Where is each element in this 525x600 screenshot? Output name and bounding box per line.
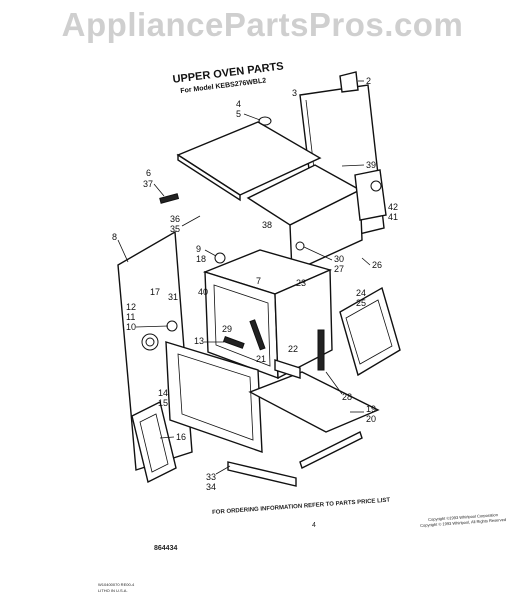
- nut-part-4: [258, 116, 272, 126]
- knob-part-10: [141, 333, 159, 351]
- callout-5: 5: [236, 109, 241, 119]
- bracket-part-2: [339, 71, 359, 93]
- callout-26: 26: [372, 260, 382, 270]
- callout-19: 19: [366, 404, 376, 414]
- callout-39: 39: [366, 160, 376, 170]
- callout-3: 3: [292, 88, 297, 98]
- door-glass-panel: [339, 286, 401, 377]
- callout-34: 34: [206, 482, 216, 492]
- callout-7: 7: [256, 276, 261, 286]
- front-trim-strip: [299, 431, 363, 469]
- code-line-2: LITHO IN U.S.A.: [98, 588, 128, 593]
- part-9: [214, 252, 226, 264]
- watermark: AppliancePartsPros.com: [61, 6, 464, 43]
- callout-23: 23: [296, 278, 306, 288]
- callout-38: 38: [262, 220, 272, 230]
- callout-30: 30: [334, 254, 344, 264]
- callout-17: 17: [150, 287, 160, 297]
- callout-28: 28: [342, 392, 352, 402]
- callout-29: 29: [222, 324, 232, 334]
- hinge-bracket: [354, 169, 387, 221]
- rear-duct-side: [289, 188, 363, 274]
- callout-21: 21: [256, 354, 266, 364]
- callout-33: 33: [206, 472, 216, 482]
- side-rail: [274, 359, 301, 379]
- callout-40: 40: [198, 287, 208, 297]
- callout-37: 37: [143, 179, 153, 189]
- callout-6: 6: [146, 168, 151, 178]
- callout-16: 16: [176, 432, 186, 442]
- callout-12: 12: [126, 302, 136, 312]
- callout-2: 2: [366, 76, 371, 86]
- part-13: [222, 336, 245, 349]
- callout-36: 36: [170, 214, 180, 224]
- callout-13: 13: [194, 336, 204, 346]
- code-line-1: W10400070 RE00-4: [98, 582, 135, 587]
- callout-14: 14: [158, 388, 168, 398]
- callout-35: 35: [170, 224, 180, 234]
- callout-11: 11: [126, 312, 135, 322]
- door-frame: [165, 341, 263, 454]
- part-number: 864434: [154, 545, 178, 552]
- callout-27: 27: [334, 264, 344, 274]
- callout-20: 20: [366, 414, 376, 424]
- top-panel-side: [177, 153, 241, 202]
- door-gasket: [131, 400, 177, 484]
- callout-4: 4: [236, 99, 241, 109]
- callout-18: 18: [196, 254, 206, 264]
- callout-9: 9: [196, 244, 201, 254]
- part-28: [317, 329, 325, 371]
- callout-8: 8: [112, 232, 117, 242]
- part-6: [159, 193, 180, 204]
- callout-24: 24: [356, 288, 366, 298]
- hinge-pin: [370, 180, 382, 192]
- callout-31: 31: [168, 292, 178, 302]
- part-30: [295, 241, 305, 251]
- bottom-trim: [227, 461, 297, 487]
- bottom-panel: [248, 371, 380, 433]
- page-number: 4: [312, 522, 316, 529]
- callout-15: 15: [158, 398, 168, 408]
- callout-41: 41: [388, 212, 398, 222]
- callout-25: 25: [356, 298, 366, 308]
- callout-10: 10: [126, 322, 136, 332]
- part-29: [249, 319, 266, 351]
- callouts: 2 3 4 5 6 37 36 35 38 39 41 42 8 9 18 17…: [112, 76, 398, 492]
- callout-42: 42: [388, 202, 398, 212]
- callout-22: 22: [288, 344, 298, 354]
